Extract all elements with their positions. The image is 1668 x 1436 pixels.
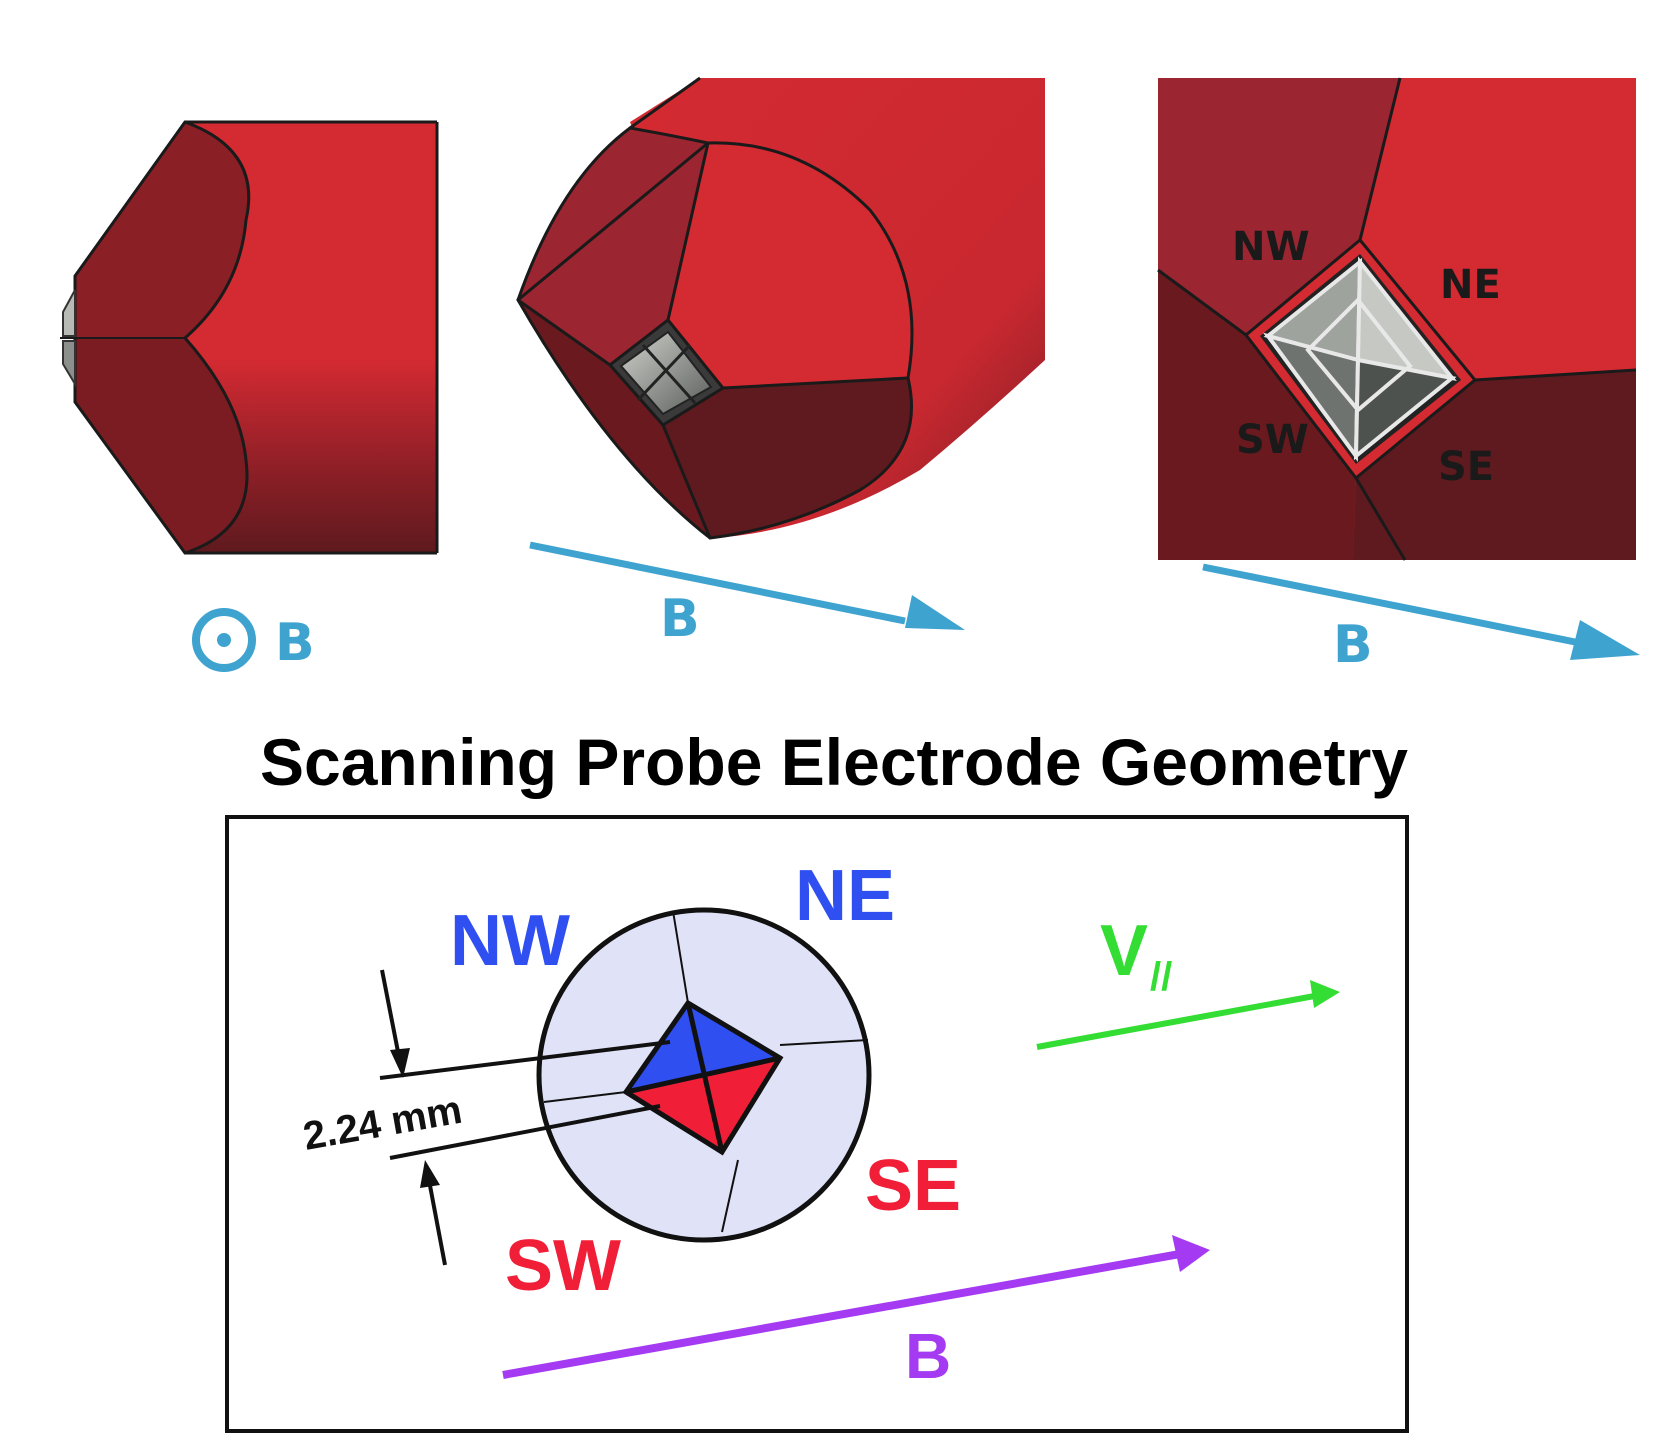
schematic-label-nw: NW [450, 901, 570, 981]
zoom-face-nw [1158, 78, 1400, 335]
zoom-face-ne [1360, 78, 1636, 380]
zoom-label-sw: SW [1236, 417, 1309, 463]
zoom-label-ne: NE [1440, 262, 1501, 308]
view2-field-arrowhead [905, 595, 965, 630]
view3-field-label: B [1333, 615, 1373, 675]
field-dot-center-icon [217, 633, 231, 647]
velocity-subscript: // [1150, 955, 1172, 999]
probe-body-cylinder [185, 122, 437, 553]
south-electrode [626, 1058, 780, 1152]
figure-title: Scanning Probe Electrode Geometry [260, 725, 1408, 799]
probe-tip-lower-face [75, 338, 248, 553]
probe-side-view [60, 120, 439, 555]
zoom-electrode-cluster [1243, 237, 1478, 481]
zoom-label-se: SE [1438, 444, 1494, 490]
probe-oblique-view [516, 76, 1045, 540]
probe-tip-electrode-upper [62, 289, 76, 337]
dimension-arrow-upper [380, 969, 402, 1063]
view3-field-arrowhead [1570, 620, 1640, 660]
view1-field-label: B [275, 613, 315, 673]
schematic-label-se: SE [865, 1146, 961, 1226]
oblique-face-lower-left [518, 300, 710, 538]
face-division-lines [543, 910, 869, 1233]
probe-tip-edge-curve-lower [183, 337, 249, 555]
probe-zoom-view: NW NE SW SE [1157, 77, 1637, 561]
view3-field-arrow [1202, 563, 1581, 647]
oblique-electrode-cross [636, 343, 697, 405]
oblique-electrode-inner [619, 330, 713, 416]
schematic-field-label: B [905, 1320, 951, 1392]
electrode-split-lines [625, 1002, 781, 1153]
out-of-page-field-indicator: B [192, 608, 315, 673]
zoom-face-se [1353, 370, 1636, 560]
zoom-label-nw: NW [1232, 224, 1310, 270]
schematic-field-arrowhead [1172, 1235, 1210, 1272]
dimension-arrowhead-lower [420, 1160, 440, 1188]
oblique-face-lower-right [663, 378, 912, 538]
velocity-arrowhead [1310, 980, 1340, 1008]
velocity-label: V [1100, 911, 1148, 991]
oblique-edges [517, 126, 909, 539]
zoom-electrode-inner-diamond [1305, 296, 1413, 413]
probe-tip-electrode-lower [62, 340, 76, 388]
view2-field-arrow [529, 541, 906, 625]
view2-field-label: B [660, 589, 700, 649]
oblique-electrode-cluster [607, 317, 726, 427]
zoom-edges [1157, 77, 1637, 561]
schematic-field-arrow [502, 1250, 1181, 1379]
field-dot-circle-icon [192, 608, 256, 672]
dimension-extension-upper [379, 1040, 671, 1080]
dimension-extension-lower [389, 1104, 661, 1160]
schematic-label-sw: SW [505, 1226, 621, 1306]
probe-tip-edge-curve-upper [184, 120, 251, 340]
north-electrode [626, 1003, 780, 1092]
zoom-face-sw [1158, 270, 1356, 560]
oblique-face-upper-left [518, 128, 708, 365]
oblique-face-upper-right [668, 142, 913, 388]
dimension-arrowhead-upper [390, 1048, 410, 1078]
probe-tip-upper-face [75, 122, 249, 338]
dimension-arrow-lower [426, 1174, 447, 1266]
velocity-arrow [1036, 992, 1321, 1050]
oblique-outline [516, 76, 914, 540]
schematic-field-indicator: B [502, 1235, 1210, 1392]
velocity-indicator: V // [1036, 911, 1340, 1050]
schematic-label-ne: NE [795, 856, 895, 936]
electrode-face-schematic [536, 907, 872, 1243]
